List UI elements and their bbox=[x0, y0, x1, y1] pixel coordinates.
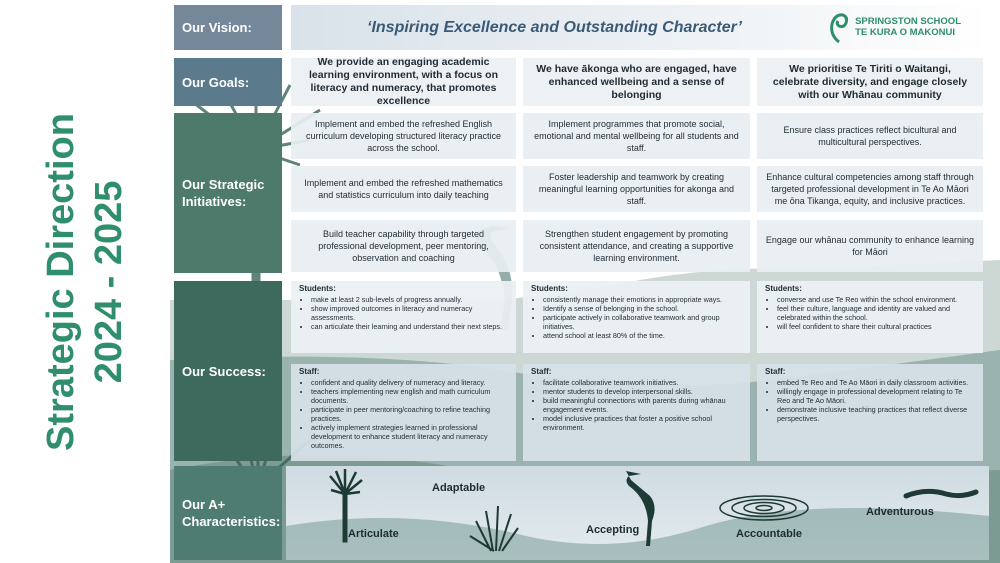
list-item: Identify a sense of belonging in the sch… bbox=[543, 304, 744, 314]
success-students-3: Students: converse and use Te Reo within… bbox=[757, 281, 983, 353]
list-item: confident and quality delivery of numera… bbox=[311, 378, 510, 388]
heron-small-icon bbox=[626, 471, 655, 546]
characteristic-articulate: Articulate bbox=[348, 528, 399, 540]
initiative-3-1: Ensure class practices reflect bicultura… bbox=[757, 113, 983, 159]
side-title-line2: 2024 - 2025 bbox=[88, 180, 130, 383]
side-title: Strategic Direction 2024 - 2025 bbox=[0, 0, 170, 563]
koru-logo-icon bbox=[830, 13, 849, 44]
cabbage-tree-small-icon bbox=[329, 469, 363, 543]
list-item: make at least 2 sub-levels of progress a… bbox=[311, 295, 510, 305]
students-heading: Students: bbox=[765, 284, 802, 293]
list-item: can articulate their learning and unders… bbox=[311, 322, 510, 332]
characteristic-accepting: Accepting bbox=[586, 524, 640, 536]
list-item: teachers implementing new english and ma… bbox=[311, 387, 510, 406]
list-item: converse and use Te Reo within the schoo… bbox=[777, 295, 977, 305]
success-students-2: Students: consistently manage their emot… bbox=[523, 281, 750, 353]
success-students-1: Students: make at least 2 sub-levels of … bbox=[291, 281, 516, 353]
list-item: build meaningful connections with parent… bbox=[543, 397, 744, 415]
initiative-2-1: Implement programmes that promote social… bbox=[523, 113, 750, 159]
success-staff-2: Staff: facilitate collaborative teamwork… bbox=[523, 364, 750, 461]
staff-heading: Staff: bbox=[765, 367, 786, 376]
label-goals: Our Goals: bbox=[174, 58, 282, 106]
list-item: participate actively in collaborative te… bbox=[543, 314, 744, 332]
initiative-3-2: Enhance cultural competencies among staf… bbox=[757, 166, 983, 212]
goal-2: We have ākonga who are engaged, have enh… bbox=[523, 58, 750, 106]
school-logo: SPRINGSTON SCHOOL TE KURA O MAKONUI bbox=[828, 10, 961, 44]
list-item: feel their culture, language and identit… bbox=[777, 304, 977, 323]
staff-heading: Staff: bbox=[531, 367, 552, 376]
initiative-3-3: Engage our whānau community to enhance l… bbox=[757, 220, 983, 272]
label-success: Our Success: bbox=[174, 281, 282, 461]
initiative-1-3: Build teacher capability through targete… bbox=[291, 220, 516, 272]
characteristic-accountable: Accountable bbox=[736, 528, 803, 540]
label-aplus: Our A+Characteristics: bbox=[174, 466, 282, 560]
initiative-2-2: Foster leadership and teamwork by creati… bbox=[523, 166, 750, 212]
list-item: mentor students to develop interpersonal… bbox=[543, 387, 744, 397]
list-item: show improved outcomes in literacy and n… bbox=[311, 304, 510, 323]
initiative-2-3: Strengthen student engagement by promoti… bbox=[523, 220, 750, 272]
list-item: willingly engage in professional develop… bbox=[777, 387, 977, 406]
characteristic-adaptable: Adaptable bbox=[432, 482, 486, 494]
students-heading: Students: bbox=[299, 284, 336, 293]
list-item: actively implement strategies learned in… bbox=[311, 423, 510, 450]
students-heading: Students: bbox=[531, 284, 568, 293]
list-item: participate in peer mentoring/coaching t… bbox=[311, 405, 510, 424]
label-vision: Our Vision: bbox=[174, 5, 282, 50]
list-item: attend school at least 80% of the time. bbox=[543, 332, 744, 341]
initiative-1-2: Implement and embed the refreshed mathem… bbox=[291, 166, 516, 212]
logo-line2: TE KURA O MAKONUI bbox=[855, 27, 955, 38]
success-staff-3: Staff: embed Te Reo and Te Ao Māori in d… bbox=[757, 364, 983, 461]
vision-statement: ‘Inspiring Excellence and Outstanding Ch… bbox=[367, 18, 742, 36]
aplus-scene bbox=[286, 469, 989, 560]
goal-3: We prioritise Te Tiriti o Waitangi, cele… bbox=[757, 58, 983, 106]
flax-small-icon bbox=[469, 505, 519, 552]
staff-heading: Staff: bbox=[299, 367, 320, 376]
list-item: will feel confident to share their cultu… bbox=[777, 322, 977, 332]
vision-banner: ‘Inspiring Excellence and Outstanding Ch… bbox=[291, 5, 989, 50]
list-item: model inclusive practices that foster a … bbox=[543, 415, 744, 433]
characteristic-adventurous: Adventurous bbox=[866, 506, 934, 518]
eel-icon bbox=[903, 488, 979, 499]
list-item: embed Te Reo and Te Ao Māori in daily cl… bbox=[777, 378, 977, 388]
logo-line1: SPRINGSTON SCHOOL bbox=[855, 16, 961, 27]
list-item: consistently manage their emotions in ap… bbox=[543, 295, 744, 305]
side-title-line1: Strategic Direction bbox=[40, 112, 82, 451]
ripple-icon bbox=[719, 495, 809, 521]
list-item: demonstrate inclusive teaching practices… bbox=[777, 405, 977, 424]
list-item: facilitate collaborative teamwork initia… bbox=[543, 378, 744, 388]
initiative-1-1: Implement and embed the refreshed Englis… bbox=[291, 113, 516, 159]
success-staff-1: Staff: confident and quality delivery of… bbox=[291, 364, 516, 461]
goal-1: We provide an engaging academic learning… bbox=[291, 56, 516, 107]
aplus-characteristics-panel: Articulate Adaptable Accepting Accountab… bbox=[286, 466, 989, 560]
